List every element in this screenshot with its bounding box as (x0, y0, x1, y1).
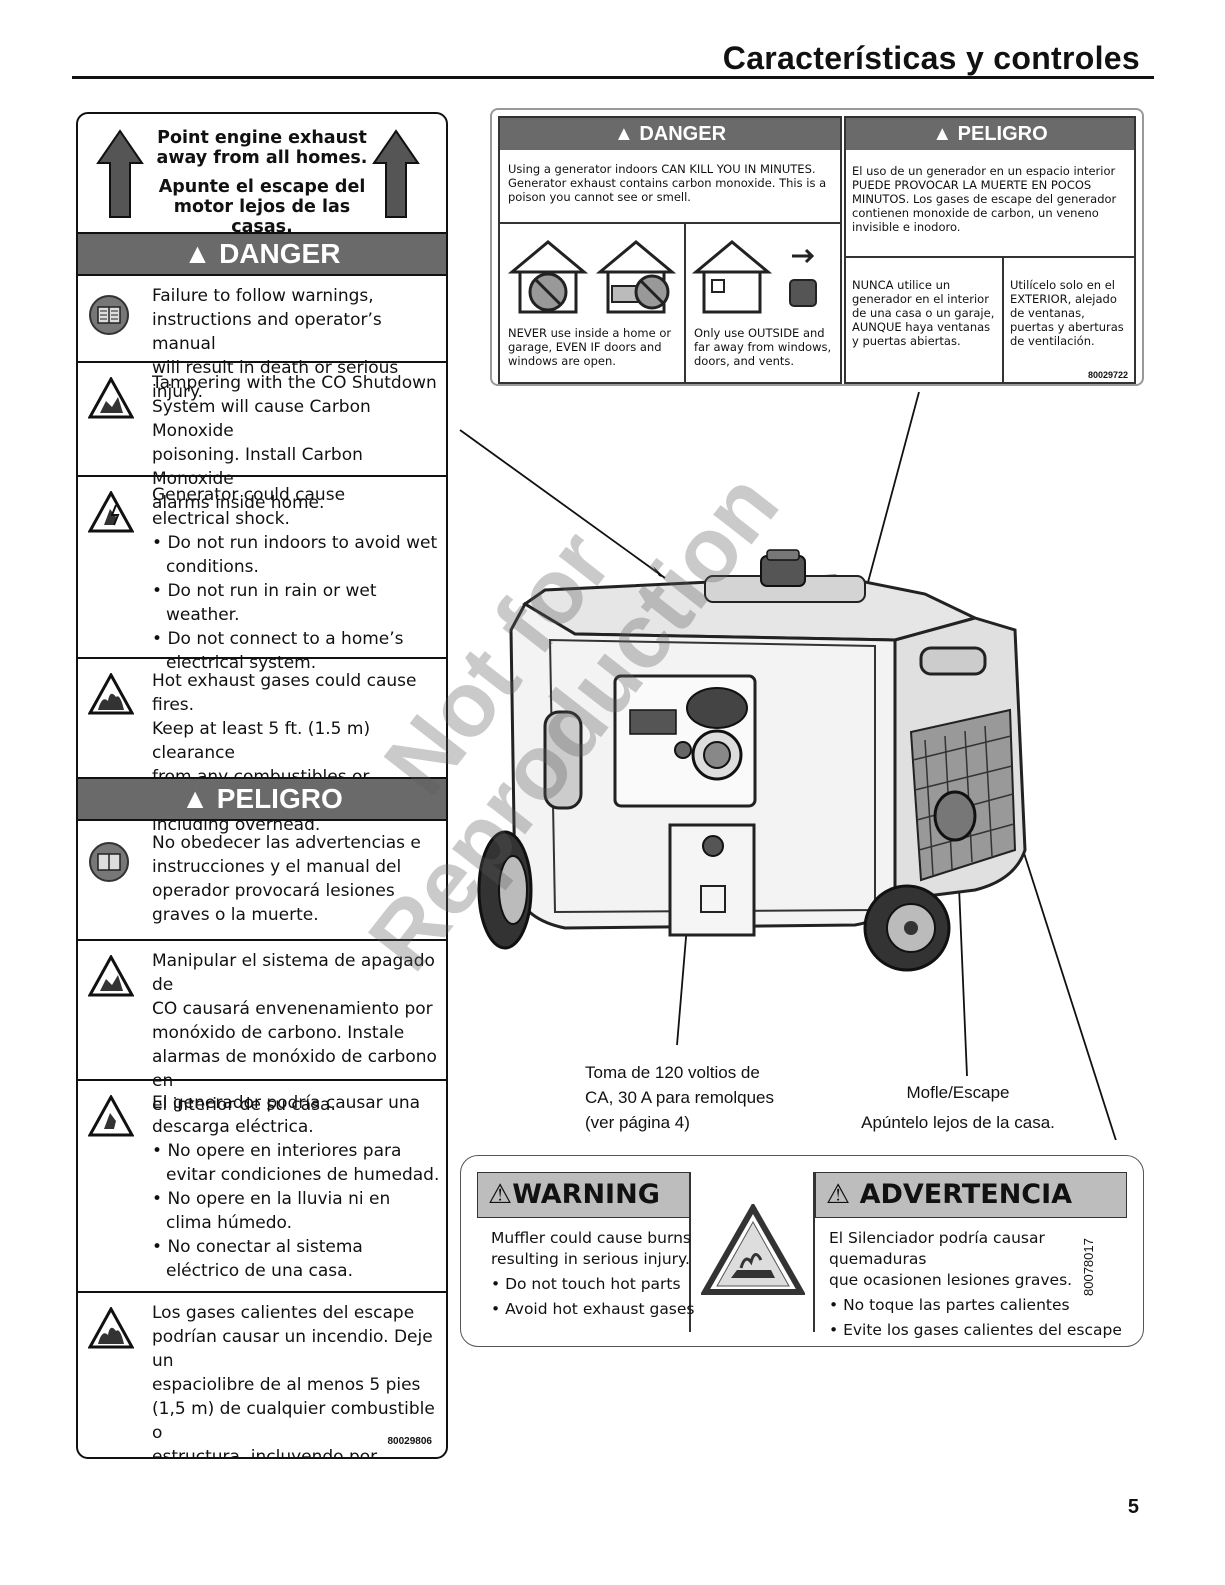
bullet-item: Avoid hot exhaust gases (505, 1300, 695, 1318)
title-rule (72, 76, 1154, 79)
electric-shock-warning-icon (88, 1095, 134, 1137)
text-line: instrucciones y el manual del (152, 857, 402, 877)
nunca-text: NUNCA utilice un generador en el interio… (852, 278, 995, 348)
manual-book-icon (89, 842, 129, 882)
outlet-callout: Toma de 120 voltios de CA, 30 A para rem… (585, 1060, 774, 1135)
peligro-row-co: Manipular el sistema de apagado de CO ca… (78, 941, 446, 1115)
text-line: Tampering with the CO Shutdown (152, 373, 437, 393)
text-line: Manipular el sistema de apagado de (152, 951, 435, 995)
text-line: espaciolibre de al menos 5 pies (152, 1375, 421, 1395)
exhaust-warning-es: Apunte el escape del motor lejos de las … (158, 177, 366, 237)
text-line: No obedecer las advertencias e (152, 833, 421, 853)
text-line: Toma de 120 voltios de (585, 1063, 760, 1082)
danger-row-fire: Hot exhaust gases could cause fires. Kee… (78, 659, 446, 835)
text-line: Failure to follow warnings, (152, 286, 374, 306)
text-line: Hot exhaust gases could cause fires. (152, 671, 417, 715)
utilicelo-text: Utilícelo solo en el EXTERIOR, alejado d… (1010, 278, 1124, 348)
text-line: instructions and operator’s manual (152, 310, 382, 354)
danger-panel-es: ▲ PELIGRO El uso de un generador en un e… (844, 116, 1136, 384)
up-arrow-icon (96, 129, 144, 218)
label-part-number: 80029806 (387, 1436, 433, 1447)
label-part-number: 80029722 (1087, 370, 1128, 380)
bullet-item: Do not run indoors to avoid wet conditio… (166, 533, 438, 577)
safety-label-left: Point engine exhaust away from all homes… (76, 112, 448, 1459)
danger-row-shock: Generator could cause electrical shock. … (78, 477, 446, 673)
peligro-header: ▲ PELIGRO (846, 118, 1134, 150)
up-arrow-icon (372, 129, 420, 218)
peligro-text: El uso de un generador en un espacio int… (852, 164, 1117, 234)
exhaust-warning-en: Point engine exhaust away from all homes… (156, 128, 368, 168)
text-line: estructura, incluyendo por encima. (152, 1447, 378, 1459)
text-line: graves o la muerte. (152, 905, 319, 925)
text-line: que ocasionen lesiones graves. (829, 1271, 1073, 1289)
peligro-row-shock: El generador podría causar una descarga … (78, 1081, 446, 1293)
text-line: operador provocará lesiones (152, 881, 395, 901)
warning-text: Muffler could cause burns resulting in s… (491, 1229, 695, 1318)
text-line: CA, 30 A para remolques (585, 1088, 775, 1107)
peligro-header: ▲ PELIGRO (78, 777, 446, 821)
text-line: (1,5 m) de cualquier combustible o (152, 1399, 435, 1443)
text-line: El generador podría causar una (152, 1093, 421, 1113)
danger-header: ▲ DANGER (78, 232, 446, 276)
danger-header: ▲ DANGER (500, 118, 840, 150)
co-poison-warning-icon (88, 955, 134, 997)
indoor-prohibited-icon (508, 240, 677, 314)
bullet-item: Evite los gases calientes del escape (843, 1321, 1122, 1339)
warning-header: ⚠WARNING (477, 1172, 691, 1218)
danger-row-co: Tampering with the CO Shutdown System wi… (78, 363, 446, 513)
generator-illustration (459, 391, 1117, 1140)
peligro-row-fire: Los gases calientes del escape podrían c… (78, 1293, 446, 1457)
fire-warning-icon (88, 673, 134, 715)
text-line: resulting in serious injury. (491, 1250, 690, 1268)
text-line: electrical shock. (152, 509, 290, 529)
text-line: podrían causar un incendio. Deje un (152, 1327, 433, 1371)
text-line: El Silenciador podría causar quemaduras (829, 1229, 1045, 1268)
bullet-item: No opere en la lluvia ni en clima húmedo… (166, 1189, 391, 1233)
muffler-title: Mofle/Escape (906, 1083, 1010, 1102)
bullet-item: Do not touch hot parts (505, 1275, 681, 1293)
danger-row-manual: Failure to follow warnings, instructions… (78, 276, 446, 402)
muffler-warning-label: ⚠WARNING Muffler could cause burns resul… (460, 1155, 1144, 1347)
electric-shock-warning-icon (88, 491, 134, 533)
text-line: descarga eléctrica. (152, 1117, 314, 1137)
advertencia-header: ⚠ ADVERTENCIA (815, 1172, 1127, 1218)
co-danger-label: ▲ DANGER Using a generator indoors CAN K… (490, 108, 1144, 386)
co-poison-warning-icon (88, 377, 134, 419)
outdoor-use-icon (692, 240, 817, 314)
fire-warning-icon (88, 1307, 134, 1349)
outdoor-only-text: Only use OUTSIDE and far away from windo… (694, 326, 832, 368)
muffler-callout: Mofle/Escape Apúntelo lejos de la casa. (850, 1080, 1066, 1135)
danger-panel-en: ▲ DANGER Using a generator indoors CAN K… (498, 116, 842, 384)
text-line: Generator could cause (152, 485, 346, 505)
peligro-row-manual: No obedecer las advertencias e instrucci… (78, 821, 446, 941)
text-line: System will cause Carbon Monoxide (152, 397, 371, 441)
text-line: alarms inside home. (152, 493, 325, 513)
page-title: Características y controles (722, 40, 1140, 76)
text-line: Keep at least 5 ft. (1.5 m) clearance (152, 719, 371, 763)
text-line: alarmas de monóxido de carbono en (152, 1047, 437, 1091)
text-line: el interior de su casa. (152, 1095, 336, 1115)
page-number: 5 (1127, 1496, 1139, 1518)
text-line: monóxido de carbono. Instale (152, 1023, 405, 1043)
muffler-subtitle: Apúntelo lejos de la casa. (861, 1113, 1055, 1132)
bullet-item: No opere en interiores para evitar condi… (166, 1141, 440, 1185)
manual-book-icon (89, 295, 129, 335)
hot-surface-warning-icon (701, 1204, 805, 1295)
bullet-item: No conectar al sistema eléctrico de una … (166, 1237, 363, 1281)
danger-text: Using a generator indoors CAN KILL YOU I… (508, 162, 827, 204)
bullet-item: No toque las partes calientes (843, 1296, 1070, 1314)
text-line: poisoning. Install Carbon Monoxide (152, 445, 363, 489)
bullet-item: Do not run in rain or wet weather. (166, 581, 377, 625)
text-line: CO causará envenenamiento por (152, 999, 433, 1019)
advertencia-text: El Silenciador podría causar quemaduras … (829, 1228, 1143, 1341)
never-indoors-text: NEVER use inside a home or garage, EVEN … (508, 326, 672, 368)
text-line: Los gases calientes del escape (152, 1303, 415, 1323)
text-line: will result in death or serious injury. (152, 358, 399, 402)
text-line: (ver página 4) (585, 1113, 690, 1132)
text-line: Muffler could cause burns (491, 1229, 691, 1247)
bullet-item: Do not connect to a home’s electrical sy… (166, 629, 404, 673)
label-part-number: 80078017 (1081, 1238, 1096, 1296)
